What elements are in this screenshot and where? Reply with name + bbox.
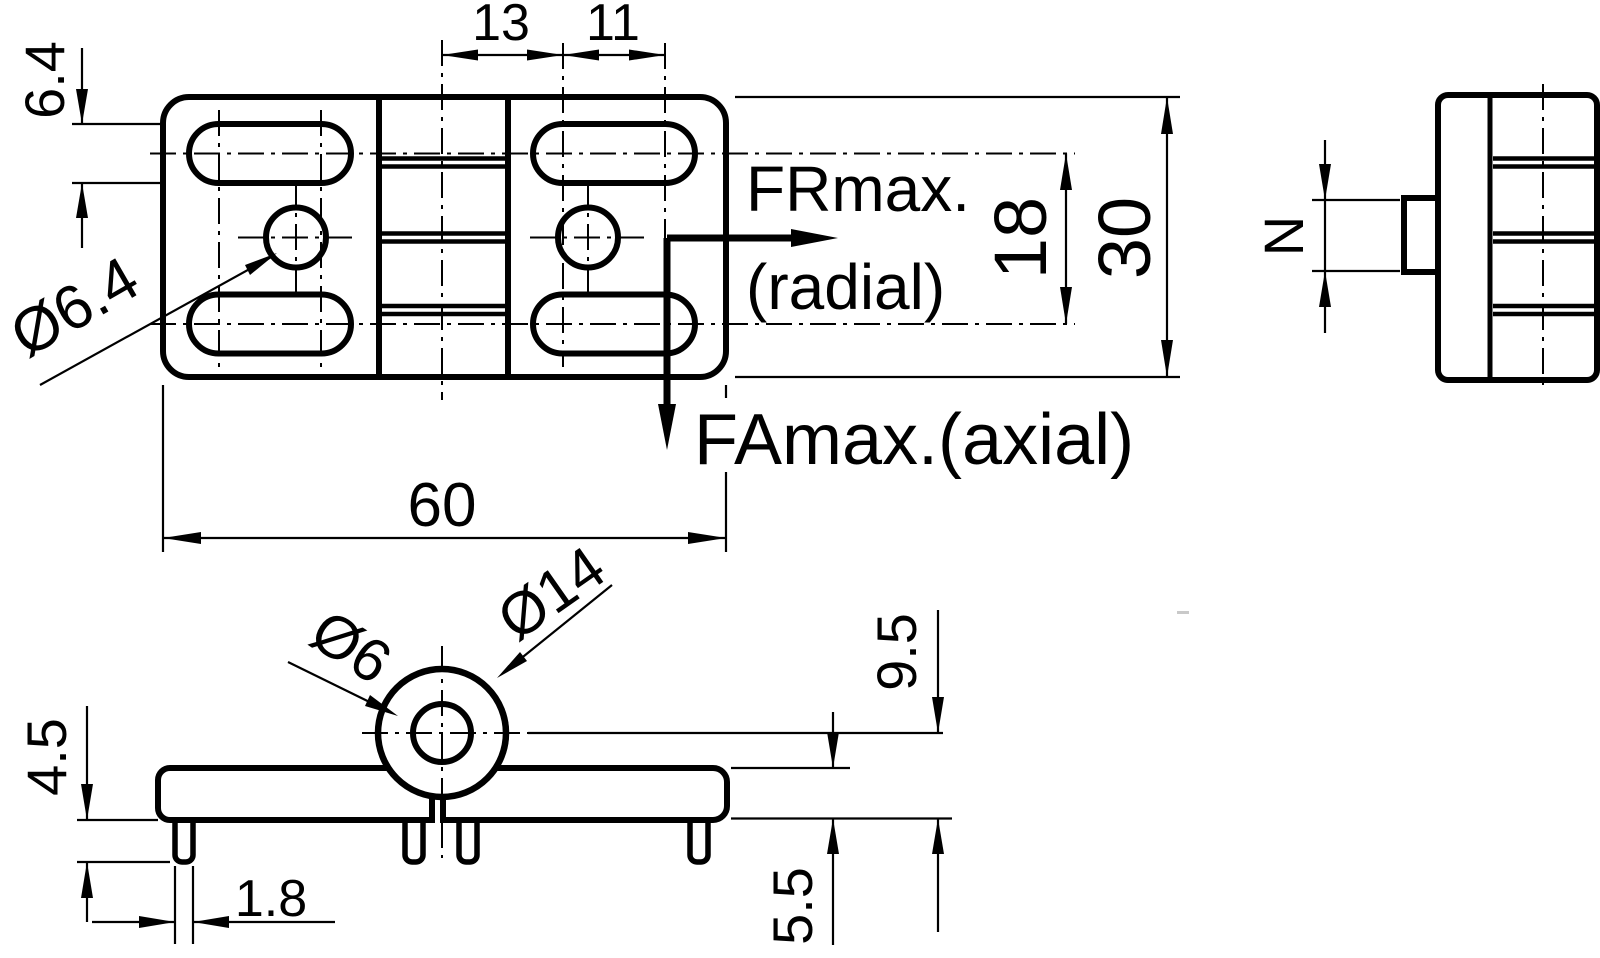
force-annotations: FRmax. (radial) FAmax.(axial) — [658, 153, 1134, 480]
dim-label-row-spacing: 18 — [979, 197, 1062, 279]
dim-label-pitch-inner: 13 — [472, 0, 530, 52]
label-force-radial: FRmax. — [746, 153, 970, 225]
dimension-leaf-thickness: 5.5 — [731, 712, 952, 945]
dim-label-axis-height: 9.5 — [865, 613, 928, 691]
dimension-overall-height: 30 — [735, 95, 1180, 379]
dim-label-pin-length: 4.5 — [15, 718, 78, 796]
dim-label-pin-hole-dia: Ø6 — [299, 597, 403, 697]
dimension-overall-width: 60 — [161, 385, 728, 552]
dimension-tab-thickness: N — [1252, 140, 1400, 333]
dim-label-tab-thickness: N — [1252, 216, 1315, 256]
dim-label-slot-hole-dia: Ø6.4 — [0, 244, 150, 371]
dimension-row-spacing: 18 — [979, 153, 1072, 324]
dimension-slot-width: 6.4 — [13, 41, 162, 248]
dimension-pin-width: 1.8 — [92, 866, 335, 944]
front-view: Ø6 Ø14 4.5 1.8 — [15, 533, 952, 945]
label-force-radial-sub: (radial) — [746, 251, 945, 323]
side-mounting-tab — [1401, 195, 1441, 275]
side-body-outline — [1435, 92, 1600, 383]
dim-label-leaf-thickness: 5.5 — [761, 867, 824, 945]
dim-label-overall-height: 30 — [1083, 197, 1166, 279]
left-leaf-section — [155, 765, 435, 823]
right-leaf-section — [440, 765, 730, 823]
dim-label-overall-width: 60 — [408, 471, 477, 540]
dim-label-slot-width: 6.4 — [13, 41, 76, 119]
dimension-hole-pitches: 13 11 — [442, 0, 665, 61]
axial-force-arrowhead — [658, 404, 676, 450]
label-force-axial: FAmax.(axial) — [694, 400, 1134, 480]
dimension-pin-length: 4.5 — [15, 706, 170, 922]
dimension-axis-height: 9.5 — [865, 610, 944, 932]
side-view: N — [1252, 84, 1600, 392]
leader-knuckle-dia: Ø14 — [486, 533, 617, 678]
stray-mark — [1177, 611, 1189, 614]
knuckle-separators — [381, 156, 506, 317]
dim-label-pitch-outer: 11 — [586, 0, 640, 52]
radial-force-arrowhead — [791, 229, 838, 247]
dim-label-pin-width: 1.8 — [235, 870, 307, 928]
top-view: 6.4 13 11 Ø6.4 60 — [0, 0, 1180, 552]
